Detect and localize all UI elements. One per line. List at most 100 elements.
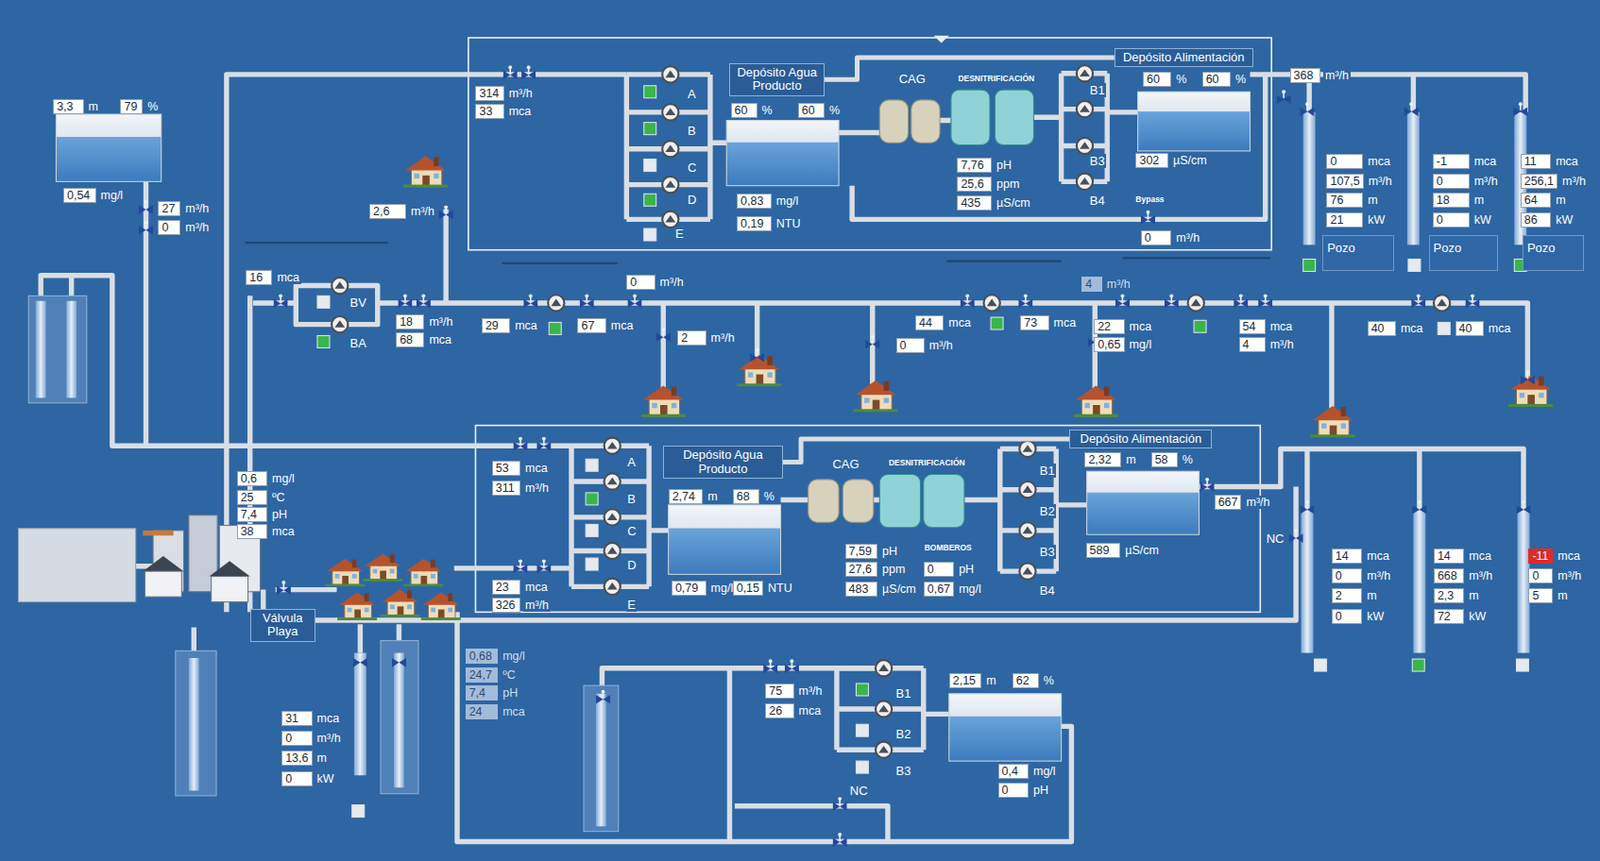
tag-label: B3	[1038, 544, 1056, 560]
readout: 3,3m	[52, 99, 101, 115]
status-square	[1408, 258, 1421, 272]
readout: -1mca	[1432, 153, 1499, 170]
pump-symbol	[1188, 294, 1205, 311]
unit-label: %	[1180, 453, 1195, 467]
filter-vessel	[842, 479, 873, 523]
status-square	[585, 524, 598, 537]
value-box: 0,83	[736, 193, 772, 209]
readout: 668m³/h	[1433, 568, 1495, 584]
tank	[1087, 471, 1200, 535]
status-square	[317, 85, 1529, 818]
value-box: 368	[1290, 68, 1321, 84]
pump-symbol	[662, 176, 679, 193]
readout: B1	[1089, 83, 1107, 98]
readout: 256,1m³/h	[1520, 173, 1588, 189]
readout: D	[626, 558, 637, 573]
value-box: 62	[1012, 673, 1039, 689]
pipe	[626, 74, 727, 220]
value-box: 67	[577, 318, 606, 334]
pump-symbol	[604, 473, 621, 490]
unit-label: mg/l	[1031, 765, 1058, 779]
unit-label: mca	[1466, 549, 1494, 563]
value-box: 0,54	[63, 187, 97, 204]
value-box: -1	[1432, 153, 1470, 170]
well	[35, 301, 47, 399]
valve-symbol	[138, 221, 154, 236]
readout: B3	[1038, 544, 1056, 560]
readout: B4	[1089, 193, 1107, 208]
valve-symbol	[865, 335, 880, 350]
unit-label: mca	[315, 712, 342, 726]
unit-label: mca	[512, 319, 540, 333]
house	[324, 559, 365, 588]
readout: 27m³/h	[157, 201, 211, 217]
unit-label: kW	[1466, 610, 1488, 624]
value-box: 256,1	[1520, 173, 1558, 189]
pump-symbol	[875, 660, 892, 677]
pump-symbol	[1076, 65, 1093, 82]
readout: 40mca	[1455, 321, 1514, 337]
unit-label: mg/l	[709, 581, 736, 596]
tag-label: B1	[1089, 83, 1107, 98]
value-box: 14	[1433, 548, 1464, 564]
valve-symbol	[1464, 293, 1480, 308]
readout: 314m³/h	[475, 85, 534, 102]
value-box: 2,32	[1084, 452, 1122, 468]
filter-vessel	[808, 89, 1035, 528]
unit-label: ppm	[880, 562, 907, 577]
valve-symbol	[512, 437, 528, 452]
value-box: 44	[915, 315, 944, 331]
readout: 14mca	[1433, 548, 1494, 564]
unit-label: m³/h	[1323, 68, 1351, 83]
readout: 24mca	[465, 704, 528, 720]
well	[393, 653, 405, 789]
valve-symbol	[521, 65, 536, 80]
node-text: Depósito Agua Producto	[733, 66, 819, 94]
filter-vessel	[879, 474, 920, 528]
unit-label: µS/cm	[994, 196, 1033, 210]
pump-symbol	[1433, 294, 1450, 311]
readout: 589µS/cm	[1086, 543, 1161, 559]
value-box: 0,79	[671, 580, 707, 596]
pump-symbol	[662, 211, 679, 228]
readout: C	[626, 524, 637, 539]
unit-label: pH	[270, 508, 290, 522]
unit-label: m³/h	[408, 204, 437, 219]
value-box: 0	[1432, 173, 1470, 189]
tank-title: Depósito Alimentación	[1069, 429, 1212, 449]
pump-symbol	[604, 438, 621, 455]
tag-label: A	[686, 86, 698, 102]
value-box: 0	[896, 338, 925, 354]
well	[583, 685, 619, 833]
value-box: 22	[1093, 319, 1124, 335]
value-box: 311	[492, 480, 521, 496]
value-box: 0,68	[465, 648, 499, 664]
readout: B1	[894, 686, 912, 701]
well	[1407, 112, 1420, 245]
readout: 73mca	[1020, 315, 1078, 331]
unit-label: m	[984, 674, 998, 688]
valve-symbol	[1520, 370, 1535, 385]
unit-label: %	[762, 490, 777, 504]
pump-symbol	[604, 578, 621, 596]
unit-label: m³/h	[315, 731, 343, 746]
value-box: 0,6	[237, 471, 268, 487]
value-box: 5	[1528, 588, 1553, 604]
readout: 0m³/h	[1528, 568, 1583, 584]
unit-label: m³/h	[507, 86, 535, 101]
tank-title: Válvula Playa	[250, 609, 316, 643]
unit-label: mca	[609, 319, 636, 333]
valve-symbol	[656, 327, 671, 342]
readout: 2,6m³/h	[369, 204, 437, 220]
readout: 58%	[1151, 452, 1195, 468]
valve-symbol	[1513, 102, 1528, 117]
unit-label: µS/cm	[1171, 153, 1209, 168]
pipe	[263, 448, 1524, 621]
readout: 76m	[1326, 192, 1379, 208]
unit-label: %	[760, 103, 775, 118]
unit-label: m	[1466, 589, 1481, 603]
value-box: 0,19	[736, 216, 772, 232]
readout: 27,6ppm	[845, 561, 908, 578]
readout: B	[686, 123, 698, 138]
valve-symbol	[512, 559, 528, 574]
